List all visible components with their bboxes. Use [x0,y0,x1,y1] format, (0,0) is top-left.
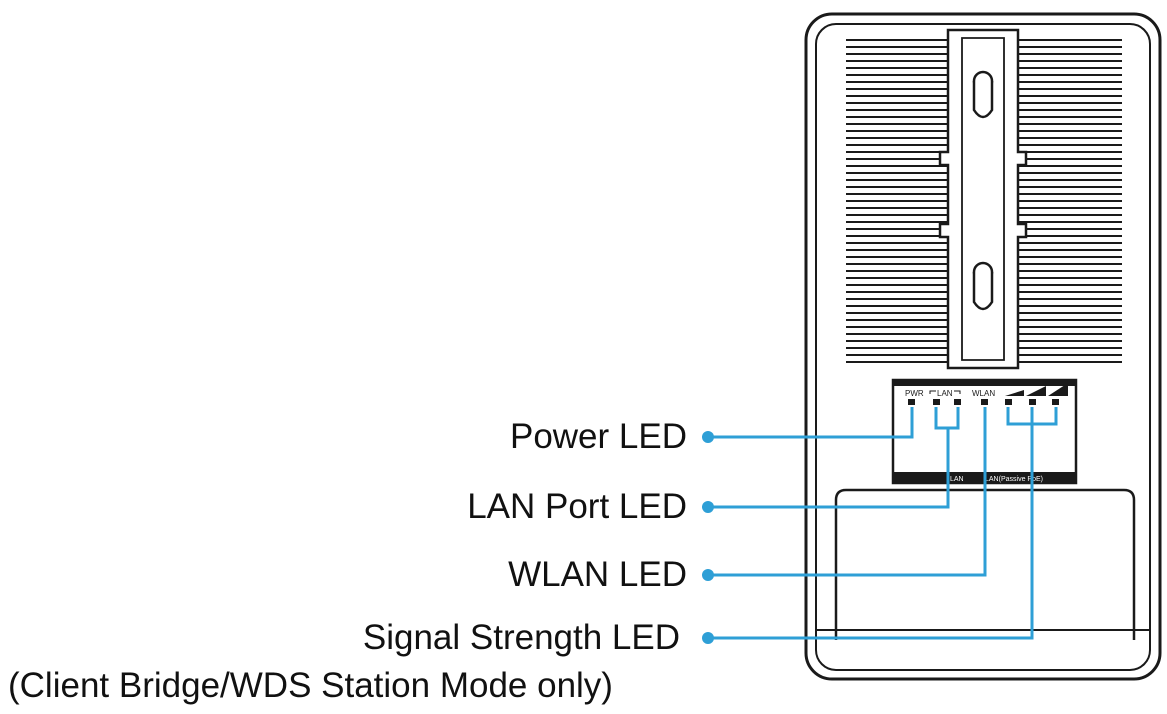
keyhole-top [972,70,994,119]
panel-label-wlan: WLAN [972,389,995,398]
mounting-bracket [938,28,1028,370]
heat-sink-fins-right [1018,39,1122,363]
led-power [908,399,915,405]
bracket-inner-outline [961,37,1005,361]
led-lan-2 [954,399,961,405]
callout-signal-strength-led: Signal Strength LED [362,618,680,657]
led-lan-1 [933,399,940,405]
leader-dots [702,431,714,644]
leader-signal [708,407,1058,640]
heat-sink-fins-left [846,39,948,363]
leader-wlan [708,407,987,577]
callout-lan-port-led: LAN Port LED [467,487,687,526]
leader-lines [708,407,1058,640]
panel-bottom-label-poe: LAN(Passive PoE) [985,476,1043,483]
leader-dot-power [702,431,714,443]
leader-lan-port [708,407,960,509]
leader-dot-lan-port [702,501,714,513]
panel-bottom-label-lan: LAN [950,476,964,483]
panel-label-lan: LAN [937,389,953,398]
lan-bracket-mark [929,390,961,394]
signal-strength-icon [1005,383,1068,396]
led-wlan [981,399,988,405]
led-signal-3 [1052,399,1059,405]
led-signal-2 [1029,399,1036,405]
callout-power-led: Power LED [509,417,687,456]
keyhole-bottom [972,261,994,311]
leader-dot-signal [702,632,714,644]
callout-wlan-led: WLAN LED [508,555,687,594]
device-housing [804,12,1162,681]
leader-power [708,407,914,439]
led-panel-header-bar [893,380,1076,386]
led-signal-1 [1005,399,1012,405]
housing-inner-outline [815,23,1151,671]
housing-outer-outline [804,12,1162,681]
panel-label-pwr: PWR [905,389,924,398]
leader-dot-wlan [702,569,714,581]
callout-signal-strength-note: (Client Bridge/WDS Station Mode only) [8,666,613,705]
led-indicators [908,399,1059,405]
